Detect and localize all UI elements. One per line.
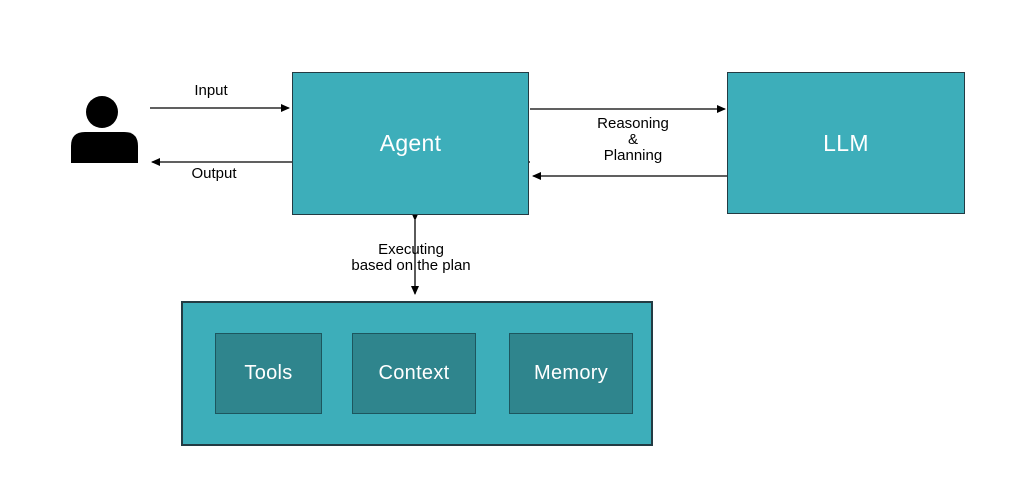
executing-label: Executing based on the plan [351,242,470,274]
executing-label-line1: Executing [378,241,444,258]
executing-label-line2: based on the plan [351,257,471,274]
reasoning-planning-label: Reasoning & Planning [597,116,669,164]
user-icon [71,96,138,163]
node-memory: Memory [509,333,633,414]
node-tools: Tools [215,333,322,414]
reasoning-planning-label-line2: & [627,131,638,148]
output-arrow-label: Output [191,165,237,182]
input-arrow-label: Input [194,82,228,99]
reasoning-planning-label-line3: Planning [603,147,663,164]
node-agent: Agent [292,72,529,215]
node-context: Context [352,333,476,414]
reasoning-planning-label-line1: Reasoning [597,115,669,132]
node-llm: LLM [727,72,965,214]
